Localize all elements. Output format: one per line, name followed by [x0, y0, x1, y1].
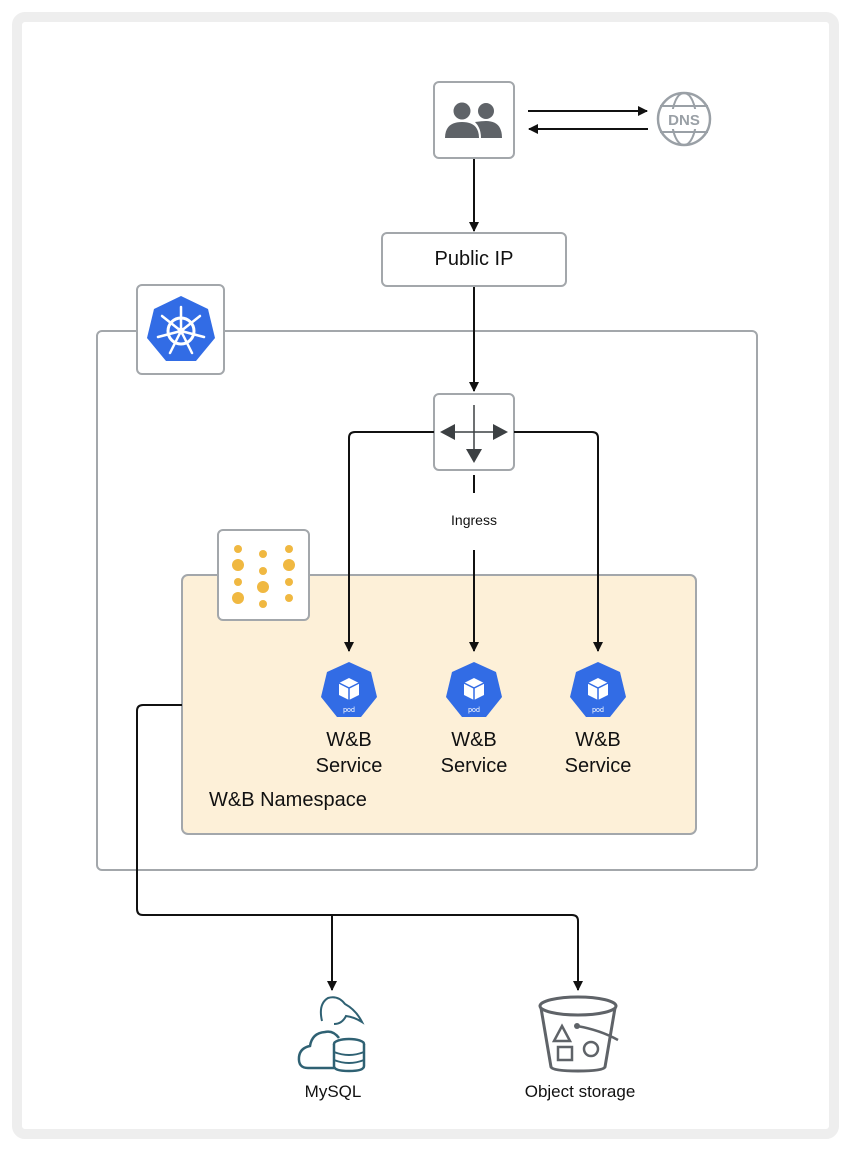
- service-name: W&B: [575, 729, 621, 751]
- users-node[interactable]: [433, 81, 515, 159]
- arrow-namespace-to-object-storage: [136, 704, 583, 991]
- service-label-2: W&B Service: [414, 727, 534, 779]
- service-type: Service: [440, 755, 508, 777]
- arrow-ingress-to-service-3: [514, 431, 603, 652]
- arrow-ingress-to-service-1: [344, 431, 434, 652]
- service-type: Service: [564, 755, 632, 777]
- ingress-node[interactable]: [433, 393, 515, 471]
- kubernetes-node[interactable]: [136, 284, 225, 375]
- pod-service-1[interactable]: pod: [321, 662, 377, 717]
- pod-icon: pod: [570, 662, 626, 717]
- service-label-3: W&B Service: [538, 727, 658, 779]
- dns-label: DNS: [668, 112, 700, 129]
- mysql-dolphin-icon: [297, 996, 366, 1073]
- ingress-arrows-icon: [440, 405, 508, 463]
- service-label-1: W&B Service: [289, 727, 409, 779]
- ingress-label: Ingress: [451, 512, 497, 528]
- public-ip-box[interactable]: [381, 232, 567, 287]
- mysql-label: MySQL: [304, 1082, 362, 1101]
- users-icon: [445, 102, 502, 138]
- pod-icon: pod: [321, 662, 377, 717]
- object-storage-label: Object storage: [524, 1082, 636, 1101]
- pod-service-2[interactable]: pod: [446, 662, 502, 717]
- dns-globe-icon: DNS: [656, 91, 712, 147]
- pod-label: pod: [592, 707, 604, 714]
- pod-label: pod: [468, 707, 480, 714]
- kubernetes-helm-icon: [147, 296, 215, 361]
- service-name: W&B: [326, 729, 372, 751]
- pod-service-3[interactable]: pod: [570, 662, 626, 717]
- service-name: W&B: [451, 729, 497, 751]
- public-ip-label: Public IP: [434, 248, 514, 270]
- pod-label: pod: [343, 707, 355, 714]
- wandb-node[interactable]: [217, 529, 310, 621]
- pod-icon: pod: [446, 662, 502, 717]
- object-storage-bucket-icon: [538, 995, 619, 1073]
- service-type: Service: [315, 755, 383, 777]
- wandb-logo-icon: [232, 545, 295, 608]
- namespace-label: W&B Namespace: [209, 789, 367, 811]
